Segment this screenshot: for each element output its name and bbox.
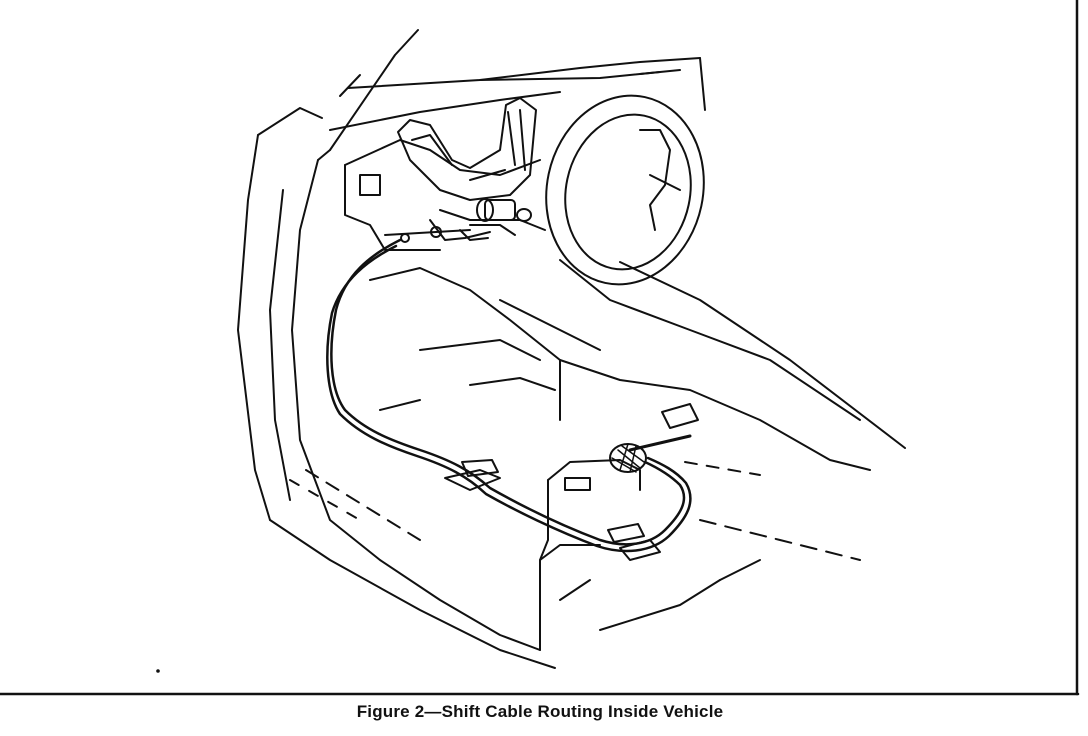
- stray-dot: [156, 669, 160, 673]
- door-frame: [237, 29, 556, 669]
- shift-cable: [326, 238, 692, 553]
- floor-and-console: [369, 259, 906, 631]
- cable-clip-2: [607, 523, 661, 561]
- console-box: [539, 459, 641, 651]
- shift-cable-routing-illustration: [0, 0, 1080, 696]
- shift-lever-bracket: [397, 97, 537, 201]
- cable-clip-1: [444, 459, 501, 491]
- column-hardware: [400, 198, 532, 243]
- dashboard: [329, 57, 706, 251]
- floor-shifter: [609, 403, 699, 473]
- steering-wheel: [545, 94, 705, 286]
- figure-caption: Figure 2—Shift Cable Routing Inside Vehi…: [356, 702, 724, 721]
